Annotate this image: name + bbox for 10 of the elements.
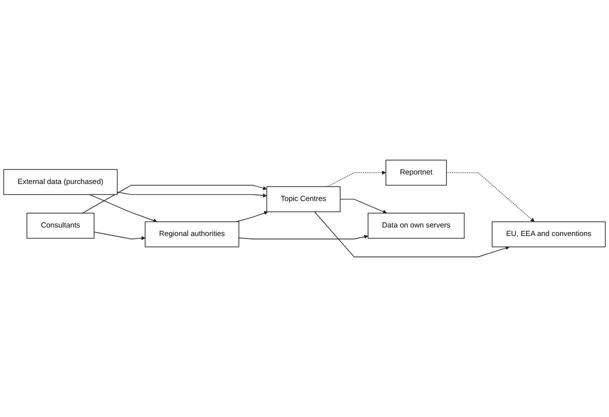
arrow xyxy=(238,234,368,240)
arrow xyxy=(446,172,535,222)
arrow xyxy=(89,194,158,222)
arrow xyxy=(236,211,268,222)
arrow xyxy=(327,170,386,187)
arrow xyxy=(116,192,267,198)
arrow xyxy=(94,232,146,240)
arrow xyxy=(82,184,267,214)
arrow xyxy=(314,211,510,258)
arrow xyxy=(340,198,387,214)
